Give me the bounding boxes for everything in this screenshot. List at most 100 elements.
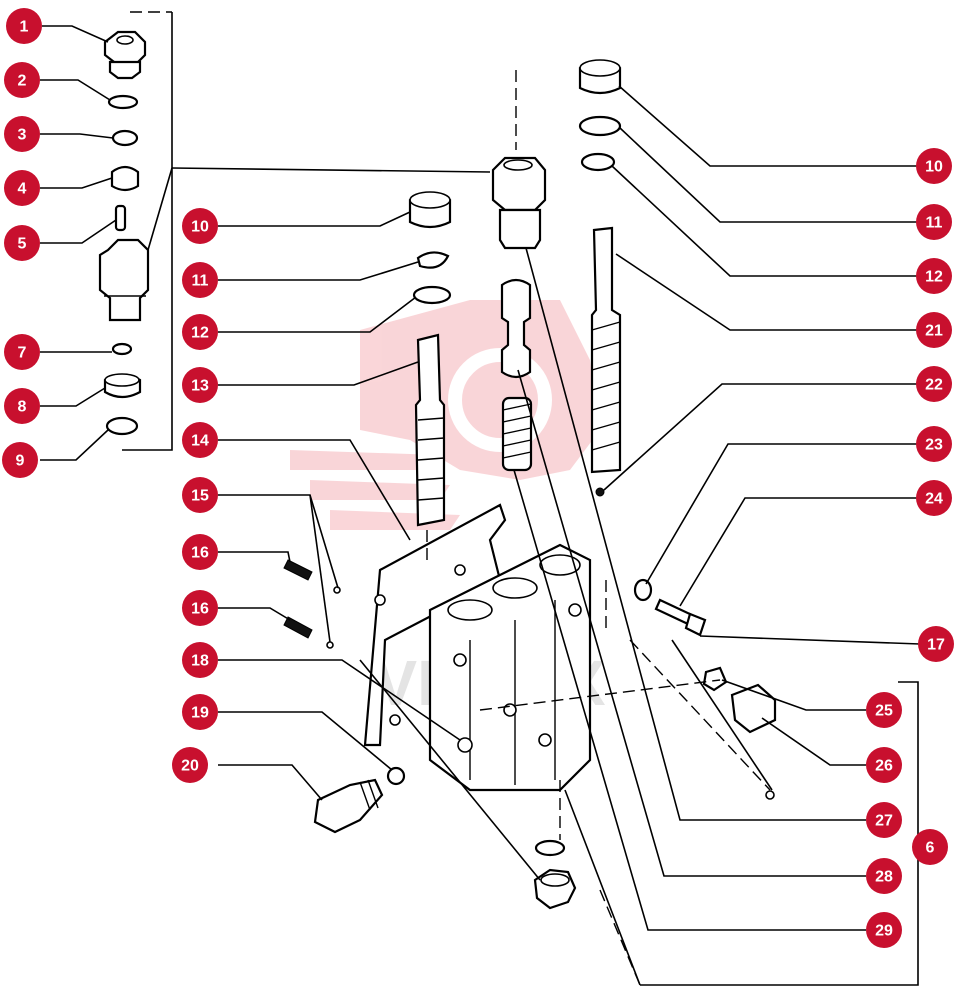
- part-23-ring: [633, 578, 653, 602]
- callout-label: 11: [926, 215, 943, 232]
- callout-16-b: 16: [182, 590, 218, 626]
- callout-label: 18: [191, 653, 209, 670]
- callout-4: 4: [4, 170, 40, 206]
- callout-18: 18: [182, 642, 218, 678]
- part-13-spool: [414, 333, 446, 527]
- callout-15: 15: [182, 477, 218, 513]
- callout-label: 13: [191, 378, 209, 395]
- callout-label: 20: [181, 758, 199, 775]
- callout-13: 13: [182, 367, 218, 403]
- callout-label: 10: [925, 159, 943, 176]
- part-7-small-ring: [111, 342, 133, 356]
- callout-11-right: 11: [916, 204, 952, 240]
- callout-14: 14: [182, 422, 218, 458]
- callout-10-right: 10: [916, 148, 952, 184]
- part-12-washer-center: [412, 285, 452, 305]
- callout-label: 8: [18, 399, 27, 416]
- part-24-bolt: [654, 598, 707, 637]
- left-bracket: [122, 11, 173, 451]
- callout-11-center: 11: [182, 262, 218, 298]
- part-22-ball: [595, 487, 605, 497]
- part-5-pin: [114, 204, 127, 232]
- callout-label: 26: [875, 758, 893, 775]
- callout-label: 23: [925, 437, 943, 454]
- part-valve-body: [428, 543, 592, 792]
- part-16-screw-b: [283, 616, 313, 639]
- callout-22: 22: [916, 366, 952, 402]
- part-6-body: [98, 238, 150, 322]
- part-20-sensor: [313, 778, 384, 834]
- callout-label: 4: [18, 181, 27, 198]
- part-fitting-top: [491, 156, 547, 250]
- right-bracket-group-6: [640, 681, 919, 986]
- callout-label: 10: [191, 219, 209, 236]
- part-9-washer: [105, 416, 139, 436]
- assembly-axes: [426, 530, 771, 986]
- callout-29: 29: [866, 912, 902, 948]
- callout-8: 8: [4, 388, 40, 424]
- part-12-washer-right: [580, 152, 616, 172]
- callout-label: 19: [191, 705, 209, 722]
- callout-label: 21: [925, 323, 943, 340]
- callout-12-center: 12: [182, 314, 218, 350]
- callout-5: 5: [4, 225, 40, 261]
- callout-label: 11: [192, 273, 209, 290]
- callout-9: 9: [2, 442, 38, 478]
- callout-28: 28: [866, 858, 902, 894]
- callout-label: 24: [925, 491, 943, 508]
- part-25-nut: [702, 666, 728, 692]
- callout-17: 17: [918, 626, 954, 662]
- part-1-plug: [103, 30, 147, 80]
- callout-27: 27: [866, 802, 902, 838]
- part-29-nut: [533, 868, 577, 910]
- callout-label: 2: [18, 73, 27, 90]
- callout-label: 28: [875, 869, 893, 886]
- callout-label: 7: [18, 345, 27, 362]
- part-11-ring-center: [416, 251, 450, 269]
- callout-label: 3: [18, 127, 27, 144]
- callout-1: 1: [6, 8, 42, 44]
- part-2-snap-ring: [107, 94, 139, 110]
- callout-20: 20: [172, 747, 208, 783]
- callout-7: 7: [4, 334, 40, 370]
- callout-label: 14: [191, 433, 209, 450]
- callout-label: 6: [926, 840, 935, 857]
- part-28-washer: [534, 839, 566, 857]
- callout-label: 22: [925, 377, 943, 394]
- part-15-ball-b: [326, 641, 334, 649]
- part-19-ball: [386, 766, 406, 786]
- callout-21: 21: [916, 312, 952, 348]
- callout-label: 17: [927, 637, 945, 654]
- callout-16-a: 16: [182, 534, 218, 570]
- part-10-collar-center: [408, 191, 452, 229]
- callout-label: 27: [875, 813, 893, 830]
- callout-label: 29: [875, 923, 893, 940]
- callout-label: 15: [191, 488, 209, 505]
- part-3-ring: [111, 129, 139, 147]
- callout-12-right: 12: [916, 258, 952, 294]
- part-21-spring-spool: [590, 226, 622, 474]
- callout-label: 5: [18, 236, 27, 253]
- callout-6: 6: [912, 829, 948, 865]
- leader-lines: [40, 25, 921, 986]
- callout-label: 12: [191, 325, 209, 342]
- callout-label: 16: [191, 601, 209, 618]
- callout-3: 3: [4, 116, 40, 152]
- part-10-collar-right: [578, 59, 622, 95]
- part-plunger: [500, 278, 532, 379]
- callout-label: 12: [925, 269, 943, 286]
- callout-2: 2: [4, 62, 40, 98]
- callout-26: 26: [866, 747, 902, 783]
- part-4-cup: [110, 165, 140, 192]
- part-spring-center: [501, 396, 533, 472]
- callout-label: 16: [191, 545, 209, 562]
- part-27-ball: [765, 790, 775, 800]
- callout-19: 19: [182, 694, 218, 730]
- callout-label: 9: [16, 453, 25, 470]
- callout-25: 25: [866, 692, 902, 728]
- part-15-ball-a: [333, 586, 341, 594]
- callout-label: 1: [20, 19, 29, 36]
- part-11-ring-right: [578, 115, 622, 137]
- callout-10-center: 10: [182, 208, 218, 244]
